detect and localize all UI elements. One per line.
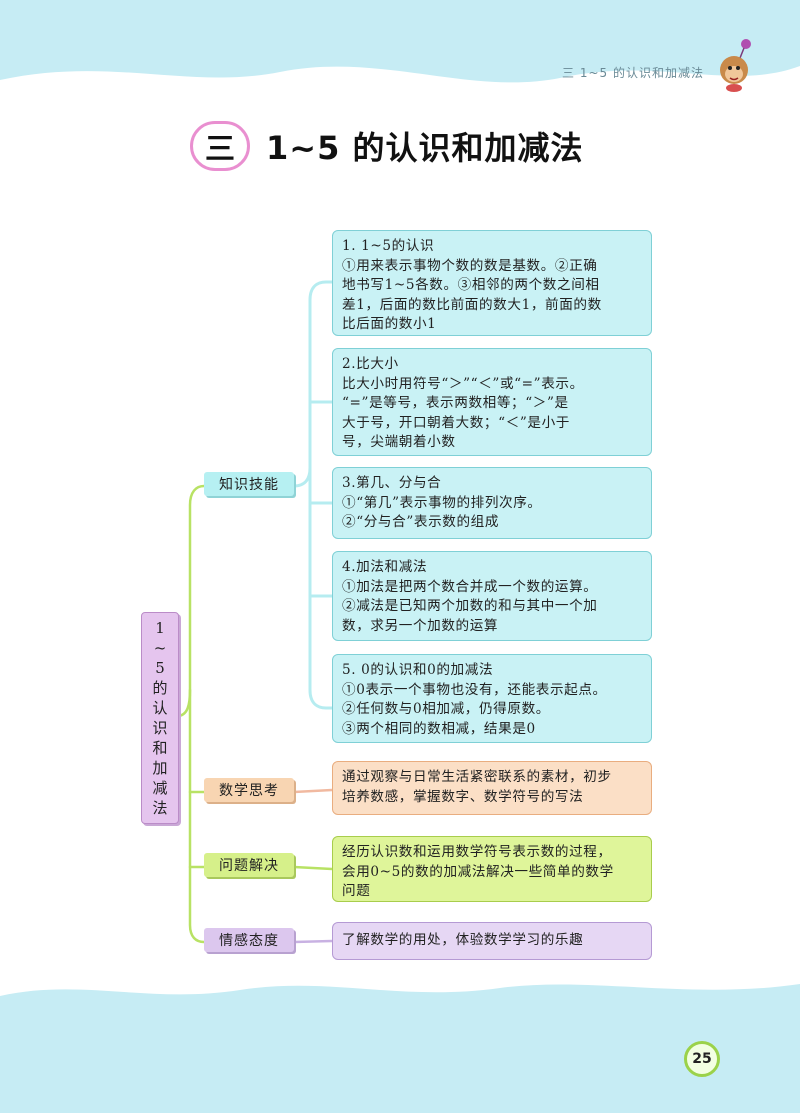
- box-line: ①“第几”表示事物的排列次序。: [342, 494, 542, 511]
- box-line: 号，尖端朝着小数: [342, 434, 456, 451]
- chapter-number-badge: 三: [190, 121, 250, 171]
- box-line: ①用来表示事物个数的数是基数。②正确: [342, 257, 598, 274]
- box-line: 3.第几、分与合: [342, 475, 442, 491]
- chapter-title: 三 1~5 的认识和加减法: [190, 118, 584, 174]
- top-wave-decoration: [0, 0, 800, 83]
- problem-solving-box: 经历认识数和运用数学符号表示数的过程， 会用0~5的数的加减法解决一些简单的数学…: [332, 836, 652, 902]
- root-char: 和: [152, 739, 168, 757]
- box-line: 比后面的数小1: [342, 316, 437, 333]
- root-char: 1: [155, 619, 165, 637]
- box-line: 1. 1~5的认识: [342, 238, 435, 254]
- box-line: ①加法是把两个数合并成一个数的运算。: [342, 578, 598, 595]
- branch-attitude: 情感态度: [204, 928, 294, 952]
- box-line: 通过观察与日常生活紧密联系的素材，初步: [342, 769, 612, 785]
- math-thinking-box: 通过观察与日常生活紧密联系的素材，初步 培养数感，掌握数字、数学符号的写法: [332, 761, 652, 815]
- box-line: 地书写1~5各数。③相邻的两个数之间相: [342, 277, 600, 294]
- attitude-box: 了解数学的用处，体验数学学习的乐趣: [332, 922, 652, 960]
- page-number: 25: [684, 1041, 720, 1077]
- box-line: 2.比大小: [342, 356, 399, 372]
- branch-problem-solving: 问题解决: [204, 853, 294, 877]
- box-line: 大于号，开口朝着大数；“＜”是小于: [342, 414, 571, 431]
- mindmap-root: 1 ~ 5 的 认 识 和 加 减 法: [141, 612, 179, 824]
- root-char: 5: [155, 659, 165, 677]
- box-line: ②任何数与0相加减，仍得原数。: [342, 701, 550, 718]
- box-line: 了解数学的用处，体验数学学习的乐趣: [342, 932, 584, 949]
- root-char: 识: [152, 719, 168, 737]
- knowledge-box-compare: 2.比大小 比大小时用符号“＞”“＜”或“=”表示。 “=”是等号，表示两数相等…: [332, 348, 652, 456]
- bottom-wave-decoration: [0, 984, 800, 1113]
- box-line: ①0表示一个事物也没有，还能表示起点。: [342, 681, 607, 698]
- branch-math-thinking: 数学思考: [204, 778, 294, 802]
- knowledge-box-recognition: 1. 1~5的认识 ①用来表示事物个数的数是基数。②正确 地书写1~5各数。③相…: [332, 230, 652, 336]
- box-line: 会用0~5的数的加减法解决一些简单的数学: [342, 863, 614, 880]
- box-line: ②减法是已知两个加数的和与其中一个加: [342, 598, 598, 615]
- root-char: 减: [152, 779, 168, 797]
- branch-knowledge-skills: 知识技能: [204, 472, 294, 496]
- box-line: 问题: [342, 883, 371, 900]
- knowledge-box-order-composition: 3.第几、分与合 ①“第几”表示事物的排列次序。 ②“分与合”表示数的组成: [332, 467, 652, 539]
- running-head: 三 1~5 的认识和加减法: [562, 66, 704, 80]
- root-char: 的: [152, 679, 168, 697]
- knowledge-box-zero: 5. 0的认识和0的加减法 ①0表示一个事物也没有，还能表示起点。 ②任何数与0…: [332, 654, 652, 743]
- box-line: 数，求另一个加数的运算: [342, 617, 499, 634]
- root-char: 认: [152, 699, 168, 717]
- root-char: ~: [153, 639, 167, 657]
- box-line: 培养数感，掌握数字、数学符号的写法: [342, 788, 584, 805]
- box-line: 5. 0的认识和0的加减法: [342, 662, 494, 678]
- root-char: 法: [152, 799, 168, 817]
- box-line: ②“分与合”表示数的组成: [342, 514, 500, 531]
- box-line: 比大小时用符号“＞”“＜”或“=”表示。: [342, 375, 584, 392]
- box-line: 差1，后面的数比前面的数大1，前面的数: [342, 296, 602, 313]
- box-line: “=”是等号，表示两数相等；“＞”是: [342, 395, 569, 412]
- box-line: 4.加法和减法: [342, 559, 428, 575]
- root-char: 加: [152, 759, 168, 777]
- box-line: ③两个相同的数相减，结果是0: [342, 720, 536, 737]
- knowledge-box-add-subtract: 4.加法和减法 ①加法是把两个数合并成一个数的运算。 ②减法是已知两个加数的和与…: [332, 551, 652, 641]
- monkey-mascot-icon: [720, 39, 751, 92]
- box-line: 经历认识数和运用数学符号表示数的过程，: [342, 844, 612, 860]
- chapter-title-text: 1~5 的认识和加减法: [266, 129, 584, 167]
